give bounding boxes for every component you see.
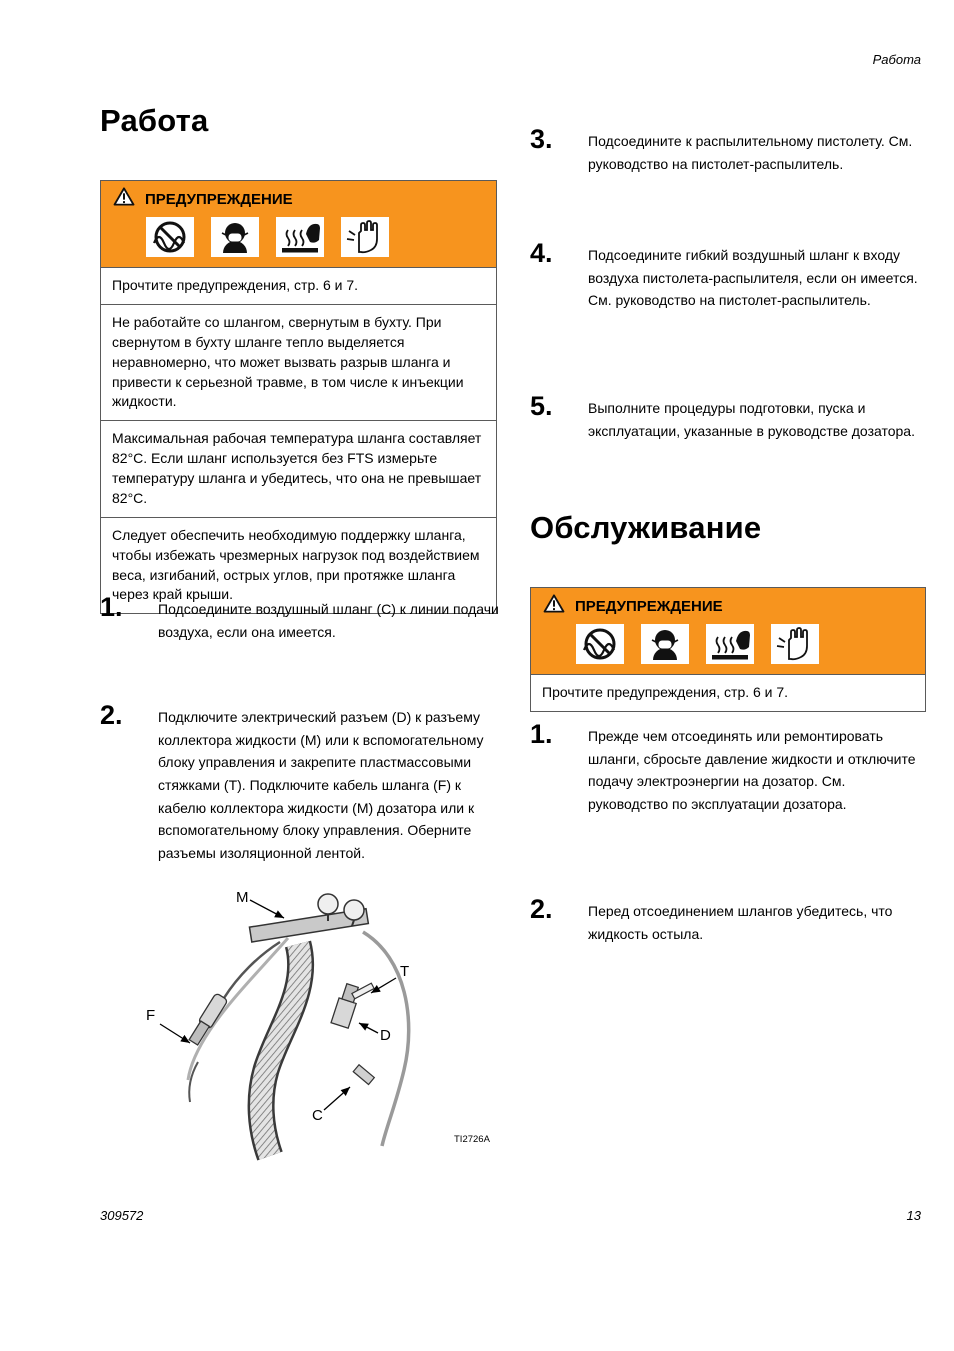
step-text: Подсоедините гибкий воздушный шланг к вх… bbox=[588, 247, 918, 309]
warning-triangle-icon bbox=[543, 594, 565, 618]
figure-label-c: C bbox=[312, 1107, 323, 1124]
document-number: 309572 bbox=[100, 1208, 144, 1223]
no-coiled-hose-icon bbox=[146, 217, 194, 257]
warning-box-operation: ПРЕДУПРЕЖДЕНИЕ bbox=[100, 180, 497, 615]
step-number: 4. bbox=[530, 238, 553, 268]
hose-connection-figure: M T F D C TI2726A bbox=[138, 880, 500, 1170]
step-item: 4. Подсоедините гибкий воздушный шланг к… bbox=[530, 238, 926, 312]
warning-body: Прочтите предупреждения, стр. 6 и 7. Не … bbox=[101, 267, 496, 613]
warning-paragraph: Не работайте со шлангом, свернутым в бух… bbox=[101, 303, 496, 420]
warning-label: ПРЕДУПРЕЖДЕНИЕ bbox=[575, 597, 723, 615]
warning-triangle-icon bbox=[113, 187, 135, 211]
step-number: 5. bbox=[530, 391, 553, 421]
warning-paragraph: Максимальная рабочая температура шланга … bbox=[101, 420, 496, 517]
section-title-maintenance: Обслуживание bbox=[530, 510, 762, 545]
warning-paragraph: Прочтите предупреждения, стр. 6 и 7. bbox=[531, 674, 925, 711]
respirator-icon bbox=[641, 624, 689, 664]
warning-paragraph: Прочтите предупреждения, стр. 6 и 7. bbox=[101, 267, 496, 304]
warning-box-maintenance: ПРЕДУПРЕЖДЕНИЕ bbox=[530, 587, 926, 712]
warning-icons-row bbox=[101, 214, 496, 267]
step-item: 1. Подсоедините воздушный шланг (C) к ли… bbox=[100, 592, 500, 643]
no-coiled-hose-icon bbox=[576, 624, 624, 664]
figure-label-m: M bbox=[236, 889, 249, 906]
step-text: Подсоедините воздушный шланг (C) к линии… bbox=[158, 601, 499, 640]
step-number: 2. bbox=[530, 894, 553, 924]
figure-caption: TI2726A bbox=[454, 1134, 491, 1145]
injection-hazard-icon bbox=[771, 624, 819, 664]
step-number: 1. bbox=[530, 719, 553, 749]
step-number: 3. bbox=[530, 124, 553, 154]
respirator-icon bbox=[211, 217, 259, 257]
figure-label-d: D bbox=[380, 1027, 391, 1044]
step-item: 3. Подсоедините к распылительному пистол… bbox=[530, 124, 926, 175]
step-text: Перед отсоединением шлангов убедитесь, ч… bbox=[588, 903, 893, 942]
section-title-operation: Работа bbox=[100, 103, 209, 138]
burn-hazard-icon bbox=[706, 624, 754, 664]
step-number: 1. bbox=[100, 592, 123, 622]
step-item: 2. Перед отсоединением шлангов убедитесь… bbox=[530, 894, 926, 945]
figure-label-f: F bbox=[146, 1007, 155, 1024]
step-number: 2. bbox=[100, 700, 123, 730]
step-text: Прежде чем отсоединять или ремонтировать… bbox=[588, 728, 916, 813]
warning-body: Прочтите предупреждения, стр. 6 и 7. bbox=[531, 674, 925, 711]
hose-connection-diagram: M T F D C TI2726A bbox=[146, 889, 491, 1161]
injection-hazard-icon bbox=[341, 217, 389, 257]
figure-label-t: T bbox=[400, 963, 409, 980]
warning-header: ПРЕДУПРЕЖДЕНИЕ bbox=[101, 181, 496, 214]
warning-paragraph: Следует обеспечить необходимую поддержку… bbox=[101, 516, 496, 614]
running-header: Работа bbox=[872, 52, 921, 67]
step-text: Подсоедините к распылительному пистолету… bbox=[588, 133, 913, 172]
step-item: 2. Подключите электрический разъем (D) к… bbox=[100, 702, 500, 865]
page-number: 13 bbox=[906, 1208, 921, 1223]
warning-header: ПРЕДУПРЕЖДЕНИЕ bbox=[531, 588, 925, 621]
step-item: 1. Прежде чем отсоединять или ремонтиров… bbox=[530, 721, 926, 816]
burn-hazard-icon bbox=[276, 217, 324, 257]
step-item: 5. Выполните процедуры подготовки, пуска… bbox=[530, 391, 926, 442]
warning-label: ПРЕДУПРЕЖДЕНИЕ bbox=[145, 190, 293, 208]
warning-icons-row bbox=[531, 621, 925, 674]
step-text: Подключите электрический разъем (D) к ра… bbox=[158, 709, 484, 862]
step-text: Выполните процедуры подготовки, пуска и … bbox=[588, 400, 915, 439]
